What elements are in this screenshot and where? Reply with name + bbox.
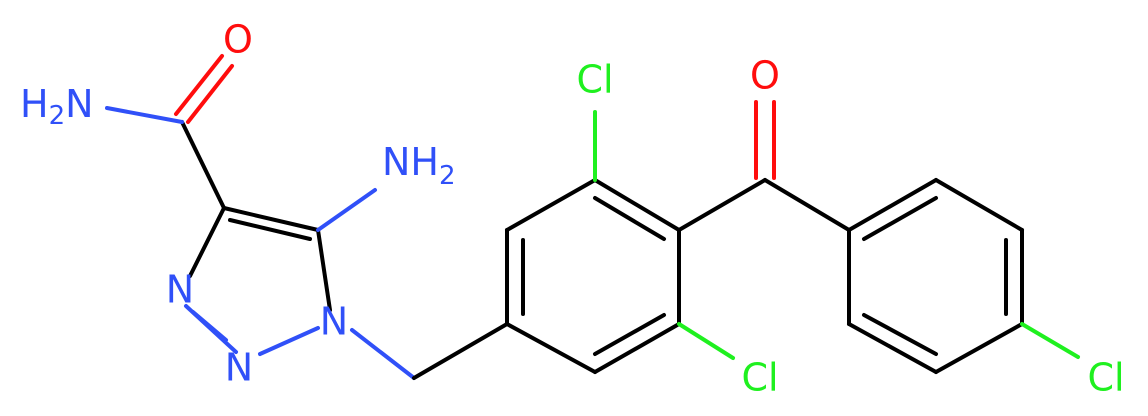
atom-label-triazole-n1: N — [320, 300, 348, 344]
atom-label-chlorine-para: Cl — [1087, 356, 1124, 400]
bond-carbonyl-ar2 — [763, 178, 851, 232]
bond-c5-n1 — [316, 228, 332, 312]
bond-n2-n3-double-b — [191, 310, 228, 342]
bond-ar1-c3-c4-double-b — [593, 196, 666, 241]
bond-ar2-c5-c6-double-b — [862, 313, 938, 356]
bond-ar2-cl-para — [1020, 322, 1080, 359]
atom-label-chlorine-bottom: Cl — [741, 356, 778, 400]
bond-ar1-c5-c6-double-b — [593, 313, 666, 356]
bond-amide-c-o-double-a — [174, 54, 224, 116]
bond-n3-c4 — [188, 206, 226, 278]
bond-n1-ch2 — [350, 328, 416, 380]
bond-ar1-c3-c4-double-a — [593, 178, 681, 232]
bond-ar1-c5-c6-double-a — [593, 322, 681, 374]
atom-label-triazole-n3: N — [166, 268, 194, 312]
bond-ar1-c6-c1 — [505, 322, 597, 374]
amide-nitrogen-subscript: 2 — [49, 101, 66, 131]
bond-ar2-c2-c3 — [934, 178, 1024, 232]
bond-ar2-c1-c2-double-a — [847, 178, 938, 232]
atom-label-ketone-oxygen: O — [750, 54, 780, 98]
bond-c4-c5-double-outer — [222, 206, 320, 232]
bond-ar2-c5-c6-double-a — [847, 322, 938, 374]
amide-nitrogen-n: N — [65, 82, 93, 126]
atom-label-chlorine-top: Cl — [576, 58, 613, 102]
bond-amide-c-o-double-b — [186, 64, 234, 124]
ring-amino-nh: NH — [382, 140, 439, 184]
bond-ar1-carbonyl — [677, 178, 767, 232]
bond-ar1-c2-c3 — [505, 178, 597, 232]
bond-ar2-c1-c2-double-b — [862, 196, 938, 241]
atom-label-amide-oxygen: O — [223, 18, 253, 62]
bond-amide-c-to-ring-c4 — [180, 120, 226, 210]
atom-label-triazole-n2: N — [225, 346, 253, 390]
bond-c4-c5-double-inner — [228, 218, 312, 241]
bond-c5-nh2 — [316, 188, 377, 232]
atom-label-amide-nitrogen: H2N — [20, 82, 94, 131]
bond-amide-c-n — [105, 106, 184, 124]
atom-label-ring-amino: NH2 — [382, 140, 456, 191]
ring-amino-subscript: 2 — [439, 161, 456, 191]
bond-ch2-aryl — [412, 322, 509, 380]
bond-ar1-cl-bottom — [677, 322, 735, 360]
amide-nitrogen-h: H — [20, 82, 49, 126]
bond-ar2-c4-c5 — [934, 322, 1024, 374]
bond-n1-n2 — [258, 326, 320, 356]
